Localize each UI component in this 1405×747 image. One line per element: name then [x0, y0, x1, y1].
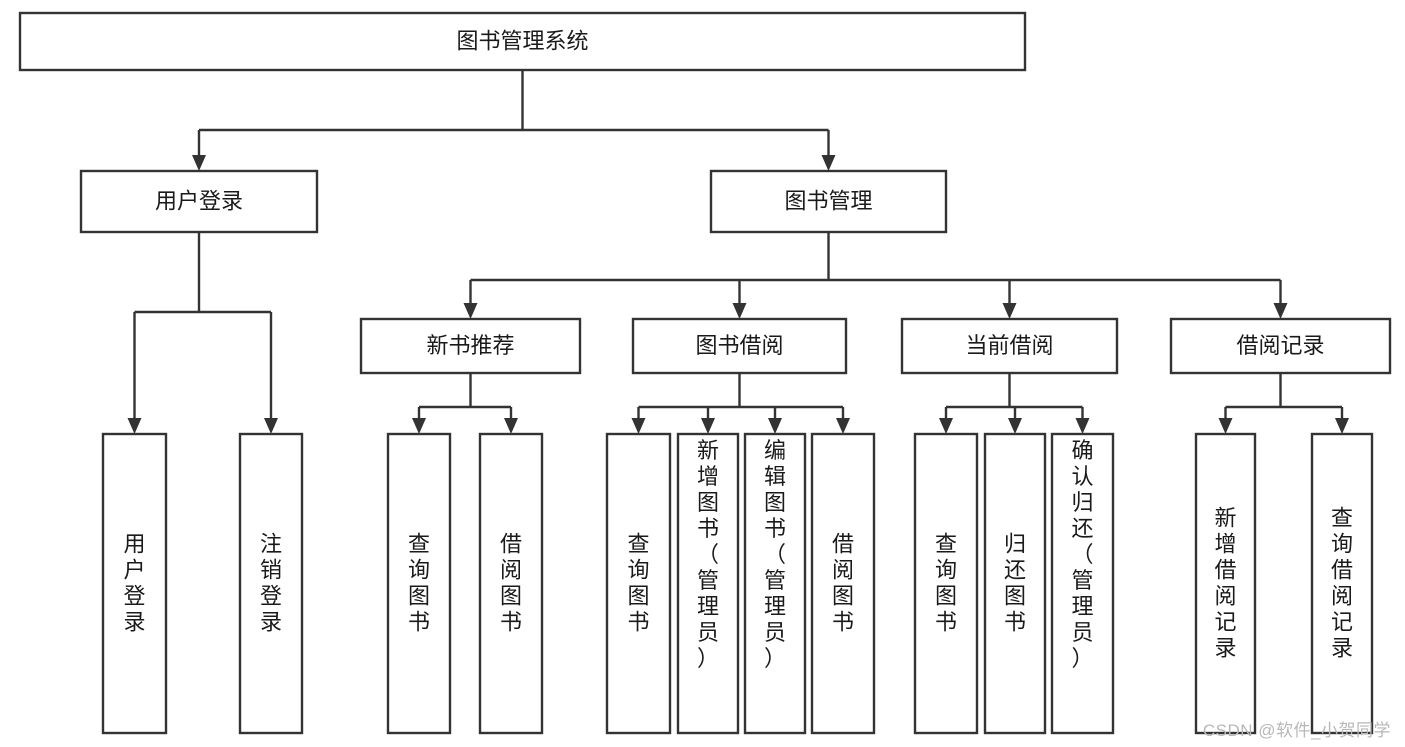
node-leaf-return-book[interactable]: 归还图书 [983, 432, 1047, 735]
arrow-head-icon [836, 418, 850, 434]
node-label: 新增图书（管理员） [697, 438, 719, 671]
node-label: 图书借阅 [695, 333, 783, 358]
node-box [1310, 432, 1374, 735]
node-book-borrow[interactable]: 图书借阅 [631, 317, 848, 375]
connectors-layer [127, 70, 1349, 434]
node-box [631, 317, 848, 375]
arrow-head-icon [1008, 418, 1022, 434]
node-label: 编辑图书（管理员） [764, 438, 786, 671]
arrow-head-icon [192, 155, 206, 171]
node-borrow-record[interactable]: 借阅记录 [1169, 317, 1392, 375]
node-label: 新书推荐 [426, 333, 514, 358]
node-box [605, 432, 672, 735]
node-label: 归还图书 [1004, 532, 1026, 635]
node-box [676, 432, 740, 735]
node-box [1194, 432, 1257, 735]
node-label: 查询图书 [627, 532, 649, 635]
node-label: 用户登录 [155, 188, 243, 213]
node-label: 借阅图书 [500, 532, 522, 635]
node-label: 图书管理系统 [456, 28, 588, 53]
node-leaf-borrow-book-1[interactable]: 借阅图书 [478, 432, 544, 735]
arrow-head-icon [1273, 303, 1288, 319]
node-leaf-add-book[interactable]: 新增图书（管理员） [676, 432, 740, 735]
node-user-login[interactable]: 用户登录 [79, 169, 319, 234]
node-box [810, 432, 876, 735]
arrow-head-icon [939, 418, 953, 434]
node-label: 借阅图书 [832, 532, 854, 635]
arrow-head-icon [504, 418, 518, 434]
node-leaf-confirm-return[interactable]: 确认归还（管理员） [1050, 432, 1115, 735]
node-leaf-query-book-2[interactable]: 查询图书 [605, 432, 672, 735]
node-new-book-rec[interactable]: 新书推荐 [359, 317, 582, 375]
node-box [79, 169, 319, 234]
node-root[interactable]: 图书管理系统 [18, 11, 1027, 72]
node-box [359, 317, 582, 375]
arrow-head-icon [1002, 303, 1017, 319]
node-current-borrow[interactable]: 当前借阅 [900, 317, 1119, 375]
node-book-manage[interactable]: 图书管理 [709, 169, 948, 234]
arrow-head-icon [768, 418, 782, 434]
node-box [709, 169, 948, 234]
node-label: 确认归还（管理员） [1071, 438, 1093, 671]
node-box [1050, 432, 1115, 735]
arrow-head-icon [1218, 418, 1233, 434]
arrow-head-icon [264, 418, 278, 434]
node-label: 查询借阅记录 [1331, 506, 1353, 661]
node-label: 注销登录 [260, 532, 282, 635]
node-box [386, 432, 452, 735]
arrow-head-icon [821, 155, 836, 171]
node-label: 新增借阅记录 [1214, 506, 1236, 661]
arrow-head-icon [1075, 418, 1090, 434]
node-box [983, 432, 1047, 735]
arrow-head-icon [732, 303, 747, 319]
node-box [238, 432, 304, 735]
arrow-head-icon [127, 418, 142, 434]
node-leaf-query-book-1[interactable]: 查询图书 [386, 432, 452, 735]
arrow-head-icon [412, 418, 426, 434]
node-leaf-edit-book[interactable]: 编辑图书（管理员） [743, 432, 807, 735]
node-label: 用户登录 [123, 532, 145, 635]
node-label: 查询图书 [408, 532, 430, 635]
node-leaf-query-book-3[interactable]: 查询图书 [913, 432, 979, 735]
node-label: 当前借阅 [965, 333, 1053, 358]
node-leaf-add-record[interactable]: 新增借阅记录 [1194, 432, 1257, 735]
node-box [18, 11, 1027, 72]
node-box [743, 432, 807, 735]
node-box [913, 432, 979, 735]
node-box [101, 432, 168, 735]
nodes-layer: 图书管理系统用户登录图书管理新书推荐图书借阅当前借阅借阅记录用户登录注销登录查询… [18, 11, 1392, 735]
node-leaf-user-login[interactable]: 用户登录 [101, 432, 168, 735]
watermark-label: CSDN @软件_小贺同学 [1202, 721, 1391, 740]
node-box [478, 432, 544, 735]
arrow-head-icon [1335, 418, 1349, 434]
node-leaf-query-record[interactable]: 查询借阅记录 [1310, 432, 1374, 735]
node-box [1169, 317, 1392, 375]
node-label: 查询图书 [935, 532, 957, 635]
node-label: 图书管理 [784, 188, 872, 213]
arrow-head-icon [701, 418, 715, 434]
node-label: 借阅记录 [1236, 333, 1324, 358]
arrow-head-icon [631, 418, 646, 434]
arrow-head-icon [463, 303, 478, 319]
node-leaf-borrow-book-2[interactable]: 借阅图书 [810, 432, 876, 735]
node-leaf-logout[interactable]: 注销登录 [238, 432, 304, 735]
node-box [900, 317, 1119, 375]
